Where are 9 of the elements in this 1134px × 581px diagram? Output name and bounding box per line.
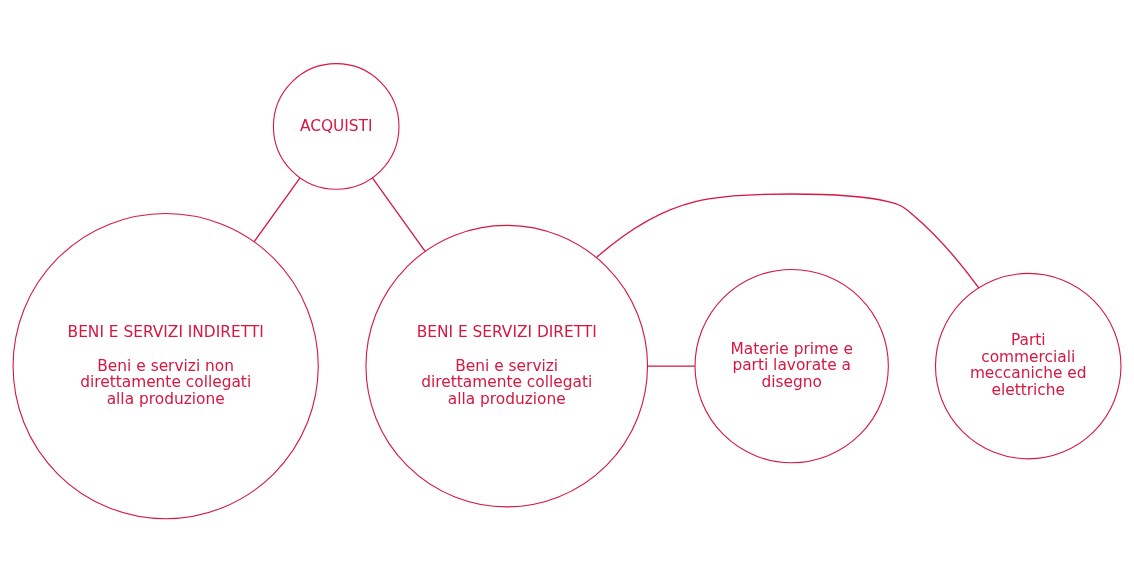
connector xyxy=(647,364,696,367)
connector xyxy=(253,177,301,242)
node-circle: Materie prime e parti lavorate a disegno xyxy=(694,268,889,463)
node-circle: BENI E SERVIZI DIRETTI Beni e servizi direttamente collegati alla produzione xyxy=(365,224,649,507)
node-circle: ACQUISTI xyxy=(272,62,400,190)
node-circle: BENI E SERVIZI INDIRETTI Beni e servizi non direttamente collegati alla produzione xyxy=(12,212,319,519)
connector xyxy=(596,192,980,289)
node-circle: Parti commerciali meccaniche ed elettriche xyxy=(934,272,1122,459)
connector xyxy=(371,177,426,252)
